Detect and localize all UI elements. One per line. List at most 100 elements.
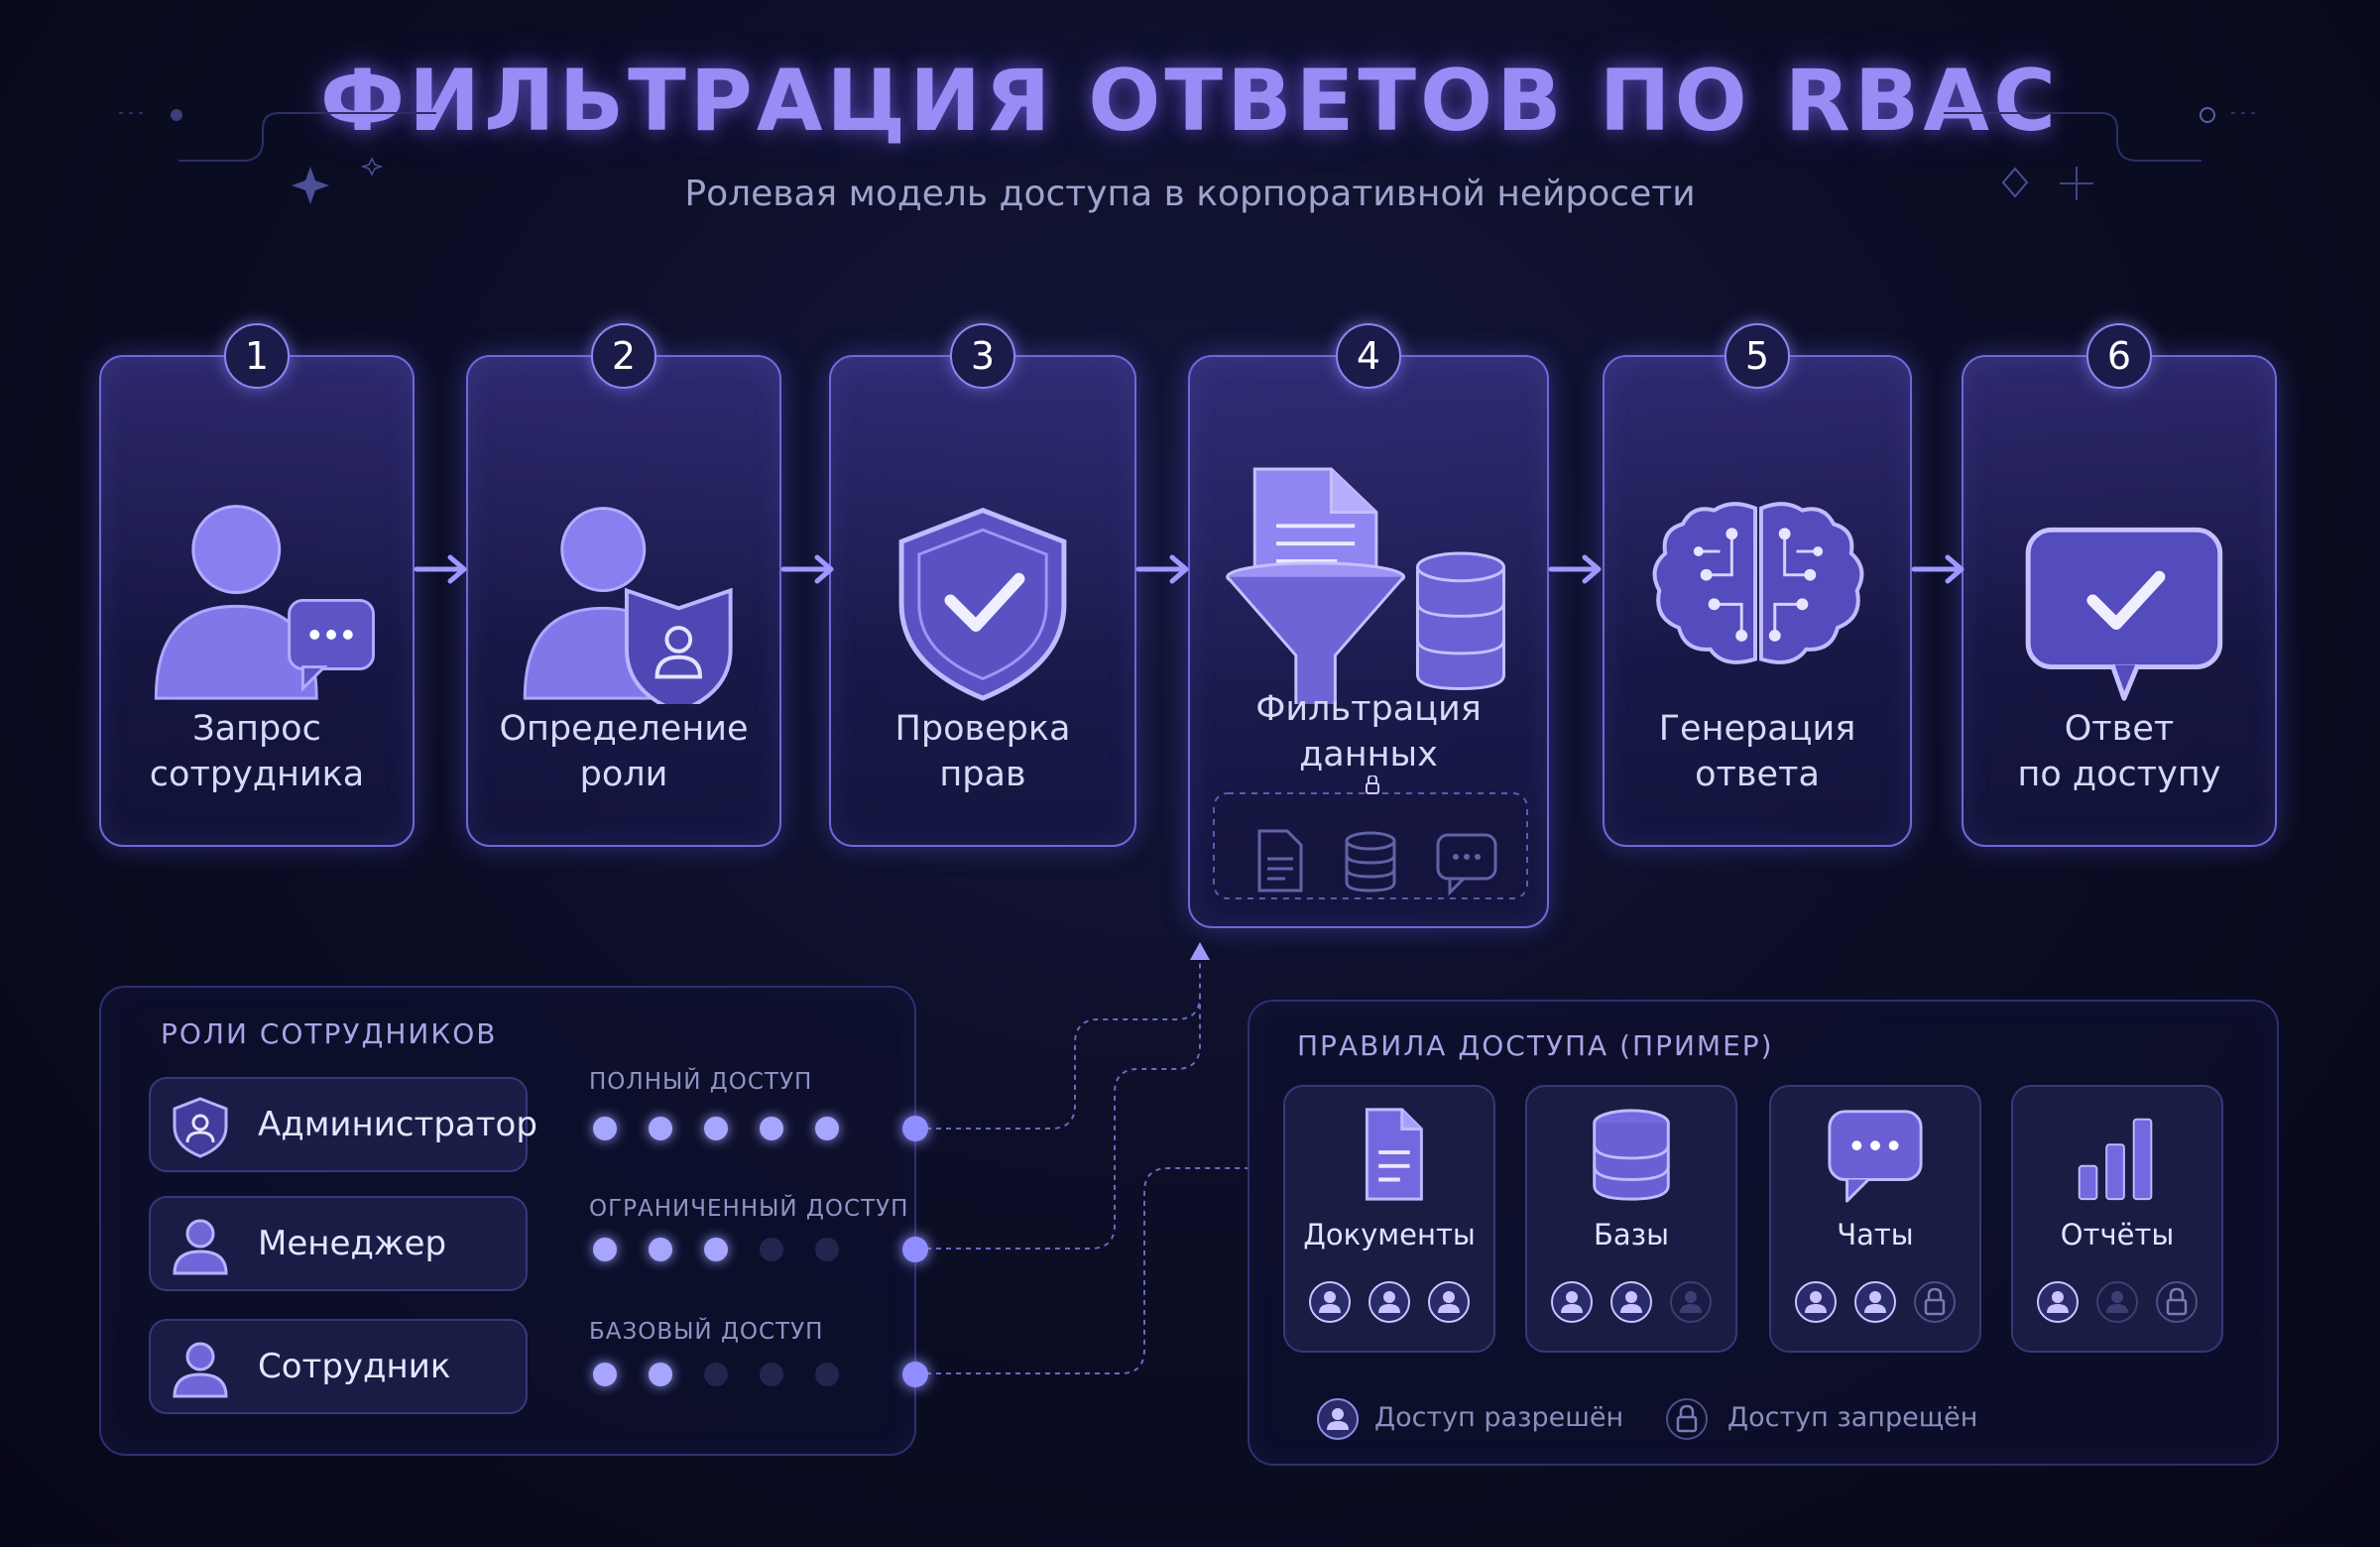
arrow-right-icon [1911, 554, 1964, 584]
filtered-sources [1213, 775, 1528, 899]
document-icon [1365, 1108, 1423, 1201]
step-card-5: 5 Генерация ответа [1603, 323, 1912, 847]
lock-icon [1912, 1279, 1958, 1325]
step-label: Проверка прав [831, 706, 1134, 797]
step-label-line: Генерация [1658, 709, 1856, 749]
access-dot [593, 1117, 617, 1140]
arrow-right-icon [1135, 554, 1189, 584]
access-allowed-icon [1793, 1279, 1839, 1325]
connector-node [902, 1362, 928, 1387]
arrow-right-icon [414, 554, 467, 584]
step-card-3: 3 Проверка прав [829, 323, 1136, 847]
access-inactive-icon [1668, 1279, 1714, 1325]
step-label: Определение роли [468, 706, 779, 797]
step-label-line: Ответ [2064, 709, 2175, 749]
user-icon [173, 1219, 228, 1275]
step-card-1: 1 Запрос сотрудника [99, 323, 415, 847]
resource-label: Документы [1303, 1218, 1476, 1251]
connector-node [902, 1116, 928, 1141]
access-level-label: ПОЛНЫЙ ДОСТУП [589, 1069, 813, 1095]
access-dot [704, 1238, 728, 1261]
role-item-administrator[interactable]: Администратор [149, 1077, 537, 1172]
legend-allowed-label: Доступ разрешён [1374, 1402, 1624, 1433]
chat-icon [1828, 1110, 1923, 1203]
access-dot [815, 1238, 839, 1261]
access-allowed-icon [1367, 1279, 1412, 1325]
access-allowed-icon [1852, 1279, 1898, 1325]
step-label: Фильтрация данных [1190, 686, 1547, 777]
step-number-badge: 4 [1336, 323, 1401, 389]
access-inactive-icon [2094, 1279, 2140, 1325]
step-label-line: роли [579, 755, 668, 794]
role-name: Администратор [258, 1105, 537, 1144]
step-label-line: Запрос [192, 709, 321, 749]
access-dot [704, 1363, 728, 1386]
access-dot [815, 1117, 839, 1140]
access-allowed-icon [1317, 1398, 1359, 1440]
arrow-right-icon [1548, 554, 1602, 584]
access-dot [760, 1363, 783, 1386]
database-icon [1345, 831, 1396, 892]
access-level-label: БАЗОВЫЙ ДОСТУП [589, 1319, 824, 1345]
access-dot [649, 1238, 672, 1261]
step-label-line: ответа [1695, 755, 1820, 794]
role-item-manager[interactable]: Менеджер [149, 1196, 528, 1291]
database-icon [1593, 1109, 1670, 1201]
access-dot [593, 1363, 617, 1386]
step-label-line: Проверка [894, 709, 1071, 749]
access-dot [649, 1117, 672, 1140]
shield-check-icon [898, 507, 1067, 701]
access-dot [649, 1363, 672, 1386]
role-item-employee[interactable]: Сотрудник [149, 1319, 528, 1414]
role-name: Менеджер [258, 1224, 447, 1263]
step-card-4: 4 Фильтрация данных [1188, 323, 1549, 928]
chat-icon [1436, 833, 1497, 896]
step-number-badge: 5 [1725, 323, 1790, 389]
header-decoration [119, 107, 2261, 204]
step-label-line: Определение [499, 709, 749, 749]
access-allowed-icon [1549, 1279, 1595, 1325]
brain-icon [1652, 502, 1864, 664]
access-level-label: ОГРАНИЧЕННЫЙ ДОСТУП [589, 1196, 909, 1222]
user-chat-icon [154, 505, 375, 700]
shield-user-icon [173, 1097, 228, 1158]
resource-label: Чаты [1837, 1218, 1914, 1251]
access-dot [760, 1238, 783, 1261]
chat-check-icon [2025, 527, 2223, 701]
step-label: Генерация ответа [1605, 706, 1910, 797]
step-card-2: 2 Определение роли [466, 323, 781, 847]
step-label-line: сотрудника [149, 755, 365, 794]
access-dot [704, 1117, 728, 1140]
resource-label: Отчёты [2060, 1218, 2175, 1251]
access-dot [760, 1117, 783, 1140]
step-number-badge: 1 [224, 323, 290, 389]
roles-panel-title: РОЛИ СОТРУДНИКОВ [161, 1017, 498, 1050]
step-number-badge: 3 [950, 323, 1015, 389]
user-shield-icon [523, 507, 733, 704]
arrow-right-icon [780, 554, 834, 584]
resource-label: Базы [1594, 1218, 1669, 1251]
step-card-6: 6 Ответ по доступу [1962, 323, 2277, 847]
connector-node [902, 1237, 928, 1262]
step-number-badge: 2 [591, 323, 656, 389]
legend-denied-label: Доступ запрещён [1727, 1402, 1978, 1433]
document-icon [1257, 829, 1303, 892]
step-label: Запрос сотрудника [101, 706, 413, 797]
step-number-badge: 6 [2086, 323, 2152, 389]
user-icon [173, 1342, 228, 1398]
access-rules-panel-title: ПРАВИЛА ДОСТУПА (ПРИМЕР) [1297, 1029, 1774, 1062]
access-allowed-icon [1307, 1279, 1353, 1325]
step-label-line: данных [1299, 735, 1438, 774]
step-label-line: Фильтрация [1255, 689, 1482, 729]
role-name: Сотрудник [258, 1347, 451, 1386]
page-subtitle: Ролевая модель доступа в корпоративной н… [684, 174, 1696, 214]
bar-chart-icon [2078, 1118, 2153, 1201]
funnel-database-icon [1226, 467, 1505, 704]
step-label-line: прав [939, 755, 1026, 794]
access-dot [593, 1238, 617, 1261]
access-allowed-icon [1426, 1279, 1472, 1325]
page-title: ФИЛЬТРАЦИЯ ОТВЕТОВ ПО RBAC [319, 52, 2061, 151]
access-allowed-icon [2035, 1279, 2081, 1325]
lock-icon [1666, 1398, 1708, 1440]
